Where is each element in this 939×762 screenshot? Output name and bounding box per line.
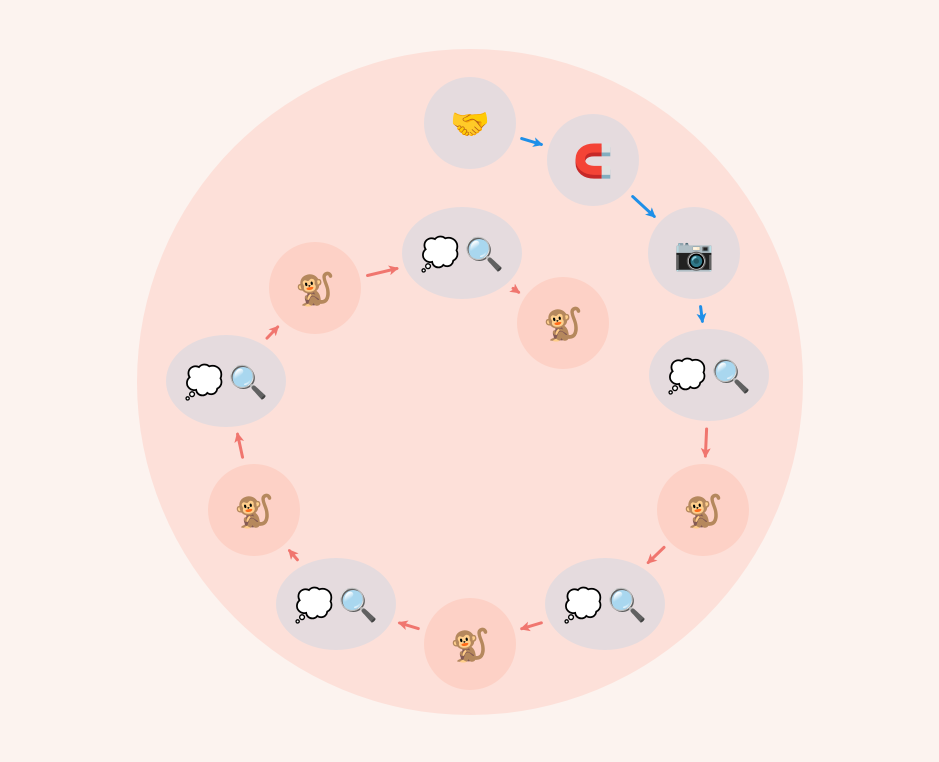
arrow-monkey-3-to-think-search-4 — [234, 432, 245, 459]
background-ring — [137, 49, 803, 715]
node-monkey-2: 🐒 — [424, 598, 516, 690]
arrow-think-search-5-to-monkey-5 — [509, 283, 521, 294]
arrow-think-search-1-to-monkey-1 — [700, 427, 711, 459]
node-shape-monkey-2 — [424, 598, 516, 690]
node-magnet: 🧲 — [547, 114, 639, 206]
node-monkey-4: 🐒 — [269, 242, 361, 334]
magnifier-icon: 🔍 — [228, 362, 268, 401]
arrow-think-search-4-to-monkey-4 — [265, 325, 280, 340]
node-shape-think-search-3 — [276, 558, 396, 650]
monkey-icon: 🐒 — [295, 270, 335, 308]
thought-bubble-icon: 💭 — [184, 363, 224, 401]
thought-bubble-icon: 💭 — [294, 586, 334, 624]
handshake-icon: 🤝 — [450, 105, 490, 143]
node-monkey-3: 🐒 — [208, 464, 300, 556]
node-shape-think-search-4 — [166, 335, 286, 427]
node-monkey-1: 🐒 — [657, 464, 749, 556]
arrow-think-search-2-to-monkey-2 — [519, 621, 543, 632]
node-shape-think-search-2 — [545, 558, 665, 650]
monkey-icon: 🐒 — [234, 492, 274, 530]
node-think-search-4: 💭🔍 — [166, 335, 286, 427]
node-camera: 📷 — [648, 207, 740, 299]
nodes-layer: 🤝🧲📷💭🔍🐒💭🔍🐒💭🔍🐒💭🔍🐒💭🔍🐒 — [166, 77, 769, 690]
arrow-monkey-2-to-think-search-3 — [397, 620, 420, 631]
magnifier-icon: 🔍 — [464, 234, 504, 273]
node-handshake: 🤝 — [424, 77, 516, 169]
arrow-think-search-3-to-monkey-3 — [287, 549, 299, 562]
node-think-search-3: 💭🔍 — [276, 558, 396, 650]
arrow-handshake-to-magnet — [520, 137, 544, 147]
node-think-search-5: 💭🔍 — [402, 207, 522, 299]
node-shape-think-search-1 — [649, 329, 769, 421]
node-think-search-2: 💭🔍 — [545, 558, 665, 650]
node-shape-magnet — [547, 114, 639, 206]
arrow-camera-to-think-search-1 — [696, 305, 707, 324]
magnifier-icon: 🔍 — [711, 356, 751, 395]
magnifier-icon: 🔍 — [338, 585, 378, 624]
node-shape-think-search-5 — [402, 207, 522, 299]
node-shape-monkey-4 — [269, 242, 361, 334]
thought-bubble-icon: 💭 — [563, 586, 603, 624]
thought-bubble-icon: 💭 — [420, 235, 460, 273]
magnet-icon: 🧲 — [573, 142, 613, 180]
node-monkey-5: 🐒 — [517, 277, 609, 369]
node-think-search-1: 💭🔍 — [649, 329, 769, 421]
node-shape-handshake — [424, 77, 516, 169]
node-shape-camera — [648, 207, 740, 299]
magnifier-icon: 🔍 — [607, 585, 647, 624]
node-shape-monkey-3 — [208, 464, 300, 556]
monkey-icon: 🐒 — [450, 626, 490, 664]
monkey-icon: 🐒 — [683, 492, 723, 530]
node-shape-monkey-5 — [517, 277, 609, 369]
monkey-icon: 🐒 — [543, 305, 583, 343]
arrow-monkey-1-to-think-search-2 — [646, 545, 666, 565]
camera-icon: 📷 — [674, 235, 714, 273]
thought-bubble-icon: 💭 — [667, 357, 707, 395]
arrow-monkey-4-to-think-search-5 — [366, 265, 399, 277]
arrow-magnet-to-camera — [631, 195, 656, 218]
node-shape-monkey-1 — [657, 464, 749, 556]
edges-layer — [234, 137, 711, 632]
